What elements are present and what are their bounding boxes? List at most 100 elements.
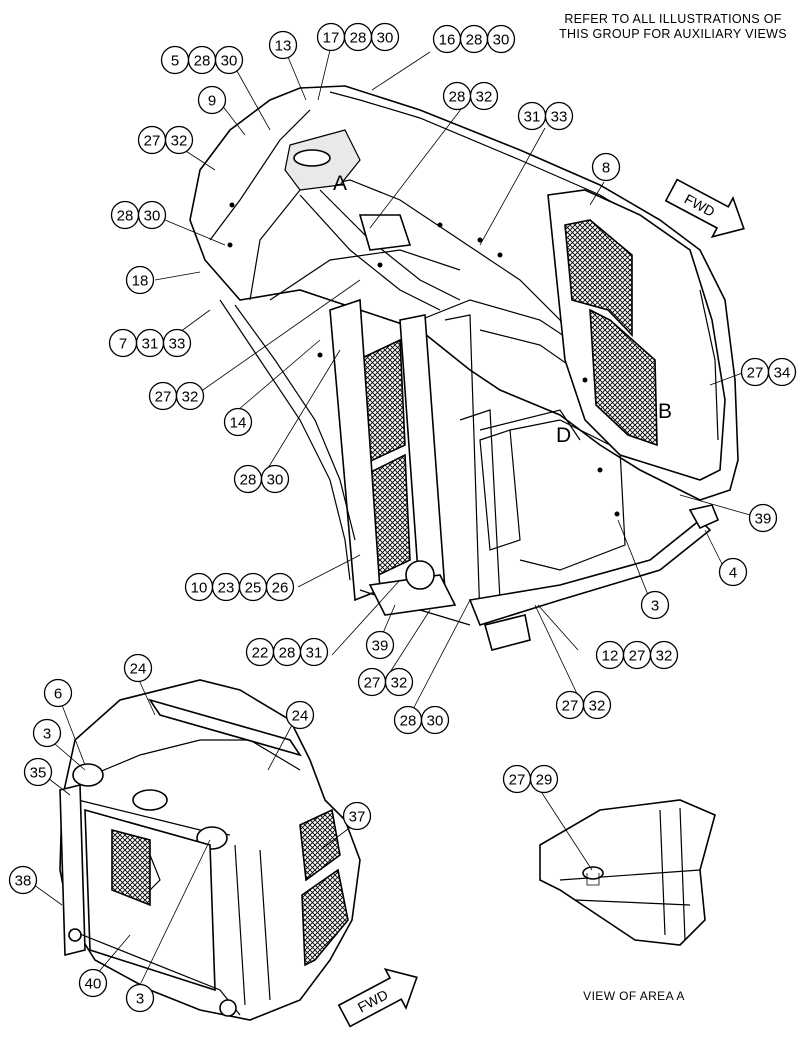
callout-27-32: 27 32	[148, 381, 205, 411]
callout-number: 3	[651, 598, 659, 615]
callout-40: 40	[78, 968, 108, 998]
view-caption: VIEW OF AREA A	[583, 989, 685, 1003]
callout-number: 7	[119, 336, 127, 353]
callout-number: 32	[391, 675, 408, 692]
rear-cab-drawing: FWD	[59, 679, 418, 1028]
callout-number: 4	[729, 565, 737, 582]
callout-13: 13	[268, 30, 298, 60]
callout-14: 14	[223, 407, 253, 437]
callout-number: 6	[54, 686, 62, 703]
callout-circle	[164, 125, 194, 155]
callout-circle	[260, 464, 290, 494]
callout-circle	[125, 265, 155, 295]
callout-number: 30	[221, 53, 238, 70]
rear-lower-grille	[301, 868, 349, 967]
callout-number: 17	[323, 30, 340, 47]
callout-24: 24	[123, 653, 153, 683]
callout-number: 28	[400, 713, 417, 730]
callout-7-31-33: 7 31 33	[108, 328, 192, 358]
callout-number: 33	[551, 109, 568, 126]
callout-circle	[420, 705, 450, 735]
callout-number: 32	[182, 389, 199, 406]
callout-number: 34	[774, 365, 791, 382]
callout-number: 14	[230, 415, 247, 432]
callout-3: 3	[640, 590, 670, 620]
bottom-rail	[468, 518, 712, 626]
callout-number: 31	[306, 645, 323, 662]
note-line-2: THIS GROUP FOR AUXILIARY VIEWS	[559, 27, 787, 41]
callout-number: 8	[602, 160, 610, 177]
callout-number: 27	[144, 133, 161, 150]
callout-circle	[197, 85, 227, 115]
callout-circle	[285, 700, 315, 730]
area-d-letter: D	[556, 424, 571, 447]
fwd-arrow-bottom: FWD	[337, 967, 418, 1028]
callout-number: 33	[169, 336, 186, 353]
callout-circle	[137, 200, 167, 230]
callout-number: 28	[466, 32, 483, 49]
callout-number: 27	[509, 772, 526, 789]
callout-circle	[365, 630, 395, 660]
callout-circle	[268, 30, 298, 60]
callout-circle	[175, 381, 205, 411]
callout-circle	[78, 968, 108, 998]
callout-circle	[384, 667, 414, 697]
callout-18: 18	[125, 265, 155, 295]
callout-circle	[582, 690, 612, 720]
callout-3: 3	[32, 718, 62, 748]
callout-number: 16	[439, 32, 456, 49]
callout-28-30: 28 30	[393, 705, 450, 735]
callout-number: 31	[524, 109, 541, 126]
callout-number: 30	[144, 208, 161, 225]
callout-number: 27	[747, 365, 764, 382]
callout-circle	[486, 24, 516, 54]
callout-circle	[591, 152, 621, 182]
callout-number: 30	[427, 713, 444, 730]
callout-circle	[265, 572, 295, 602]
callout-number: 32	[171, 133, 188, 150]
callout-number: 28	[449, 89, 466, 106]
callout-8: 8	[591, 152, 621, 182]
callout-number: 9	[208, 93, 216, 110]
callout-number: 28	[350, 30, 367, 47]
callout-number: 28	[117, 208, 134, 225]
callout-number: 27	[155, 389, 172, 406]
note-line-1: REFER TO ALL ILLUSTRATIONS OF	[564, 12, 782, 26]
callout-24: 24	[285, 700, 315, 730]
callout-number: 39	[372, 638, 389, 655]
callout-28-32: 28 32	[442, 81, 499, 111]
callout-circle	[299, 637, 329, 667]
callout-circle	[32, 718, 62, 748]
callout-circle	[162, 328, 192, 358]
callout-number: 29	[536, 772, 553, 789]
callout-number: 28	[279, 645, 296, 662]
callout-circle	[649, 640, 679, 670]
right-upper-grille	[564, 219, 633, 337]
callout-circle	[767, 357, 797, 387]
callout-number: 12	[602, 648, 619, 665]
callout-number: 39	[755, 511, 772, 528]
callout-circle	[718, 557, 748, 587]
callout-number: 31	[142, 336, 159, 353]
area-a-detail-view: VIEW OF AREA A	[539, 799, 716, 1003]
callout-circle	[370, 22, 400, 52]
callout-circle	[544, 101, 574, 131]
callout-circle	[469, 81, 499, 111]
callout-27-29: 27 29	[502, 764, 559, 794]
callout-number: 37	[349, 809, 366, 826]
callout-39: 39	[748, 503, 778, 533]
callout-28-30: 28 30	[110, 200, 167, 230]
callout-number: 5	[171, 53, 179, 70]
callout-number: 32	[476, 89, 493, 106]
callout-number: 24	[292, 708, 309, 725]
callout-number: 30	[493, 32, 510, 49]
callout-number: 3	[43, 726, 51, 743]
